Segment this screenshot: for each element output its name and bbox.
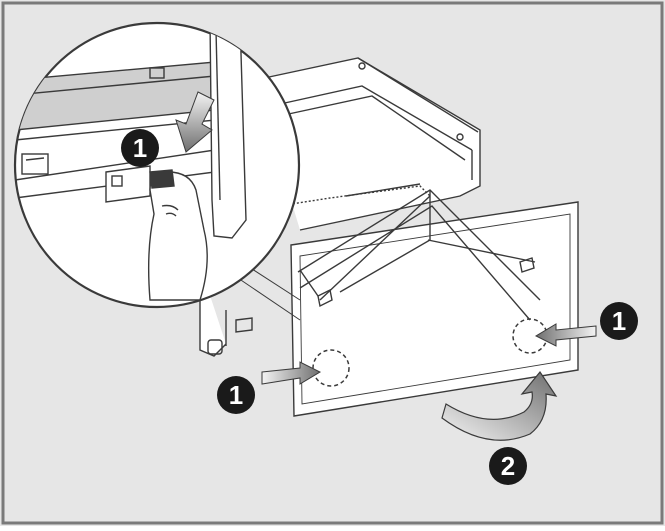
step-label: 1	[229, 380, 243, 410]
step-label: 1	[612, 306, 626, 336]
hinge-plate	[235, 317, 253, 333]
step-badge-right: 1	[600, 302, 638, 340]
step-badge-detail: 1	[121, 129, 159, 167]
step-badge-left: 1	[217, 376, 255, 414]
step-badge-rotate: 2	[489, 447, 527, 485]
drawer-frame-edge	[209, 23, 247, 239]
left-arrow-icon	[534, 323, 597, 347]
step-label: 2	[501, 451, 515, 481]
down-arrow-icon	[175, 91, 215, 153]
zoom-circle-icon	[13, 21, 301, 309]
cabinet-foot	[207, 339, 223, 355]
right-arrow-icon	[261, 361, 322, 385]
drawer	[231, 189, 579, 417]
step-label: 1	[133, 133, 147, 163]
clip-bracket	[105, 165, 151, 203]
curved-arrow-icon	[441, 370, 558, 441]
